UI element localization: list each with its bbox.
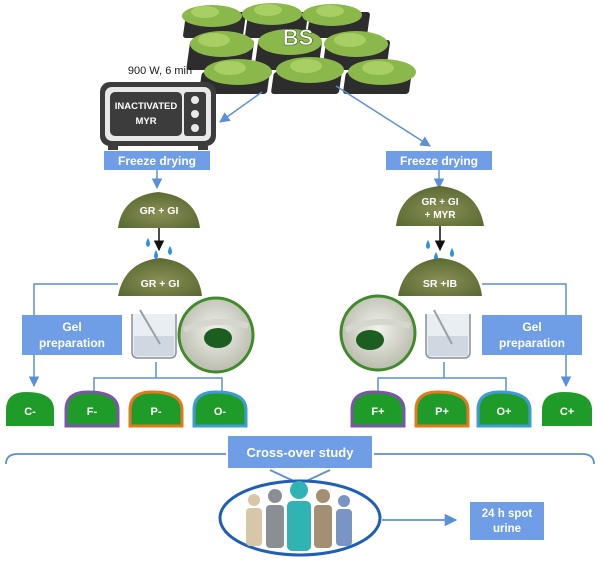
- gel-tile-label: C-: [24, 406, 36, 418]
- microwave-setting: 900 W, 6 min: [128, 65, 192, 77]
- bracket-left: [93, 377, 223, 392]
- gel-tile: C-: [6, 392, 54, 426]
- gel-prep-left-line1: Gel: [62, 320, 81, 334]
- gel-tile-label: P+: [435, 406, 449, 418]
- arrow-trays-to-freeze-right: [335, 85, 431, 147]
- gel-tile: F-: [64, 390, 120, 428]
- gel-prep-right-line1: Gel: [522, 320, 541, 334]
- sprout-trays-image: BS: [182, 3, 416, 94]
- crossover-study-label: Cross-over study: [247, 445, 355, 460]
- urine-box: 24 h spot urine: [470, 502, 544, 540]
- microwave-icon: 900 W, 6 min INACTIVATED MYR: [100, 65, 216, 150]
- powder-pile-left-bottom: GR + GI: [118, 258, 202, 296]
- bracket-right: [377, 377, 507, 392]
- powder-right-top-label-1: GR + GI: [422, 197, 459, 208]
- microwave-screen-line2: MYR: [135, 116, 156, 127]
- crossover-study-box: Cross-over study: [228, 436, 372, 468]
- urine-line1: 24 h spot: [482, 508, 533, 520]
- freeze-drying-right-label: Freeze drying: [400, 154, 478, 168]
- gel-tile: C+: [542, 392, 592, 426]
- gel-tile-label: P-: [151, 406, 162, 418]
- powder-right-top-label-2: + MYR: [425, 210, 457, 221]
- gel-tile-label: F+: [371, 406, 384, 418]
- powder-left-bottom-label: GR + GI: [141, 278, 180, 290]
- gel-photo-left-image: [177, 296, 255, 374]
- powder-pile-left-top: GR + GI: [118, 192, 200, 228]
- gel-tiles-left: C- F- P- O-: [6, 390, 248, 428]
- beaker-left-icon: [131, 309, 177, 359]
- gel-tiles-right: F+ P+ O+ C+: [350, 390, 592, 428]
- gel-tile: F+: [350, 390, 406, 428]
- gel-tile: O+: [476, 390, 532, 428]
- gel-prep-left-line2: preparation: [39, 336, 105, 350]
- arrow-trays-to-microwave: [219, 91, 263, 123]
- gel-prep-left-box: Gel preparation: [22, 315, 122, 355]
- gel-tile: P+: [414, 390, 470, 428]
- gel-tile-label: O-: [214, 406, 227, 418]
- gel-prep-right-line2: preparation: [499, 336, 565, 350]
- gel-tile: O-: [192, 390, 248, 428]
- source-label: BS: [283, 25, 314, 50]
- gel-photo-right-image: [339, 294, 417, 372]
- gel-tile: P-: [128, 390, 184, 428]
- microwave-screen-line1: INACTIVATED: [115, 101, 178, 112]
- crossover-bracket: [5, 453, 595, 465]
- urine-line2: urine: [493, 523, 521, 535]
- beaker-right-icon: [425, 309, 471, 359]
- freeze-drying-left-box: Freeze drying: [104, 151, 210, 170]
- gel-prep-right-box: Gel preparation: [482, 315, 582, 355]
- gel-tile-label: O+: [497, 406, 512, 418]
- gel-tile-label: C+: [560, 406, 574, 418]
- powder-right-bottom-label: SR +IB: [423, 278, 458, 290]
- participants-group-icon: [218, 479, 382, 557]
- powder-left-top-label: GR + GI: [140, 205, 179, 217]
- powder-pile-right-top: GR + GI + MYR: [396, 186, 484, 226]
- water-drops-left-icon: [146, 238, 172, 259]
- freeze-drying-left-label: Freeze drying: [118, 154, 196, 168]
- freeze-drying-right-box: Freeze drying: [386, 151, 492, 170]
- gel-tile-label: F-: [87, 406, 98, 418]
- powder-pile-right-bottom: SR +IB: [398, 258, 482, 296]
